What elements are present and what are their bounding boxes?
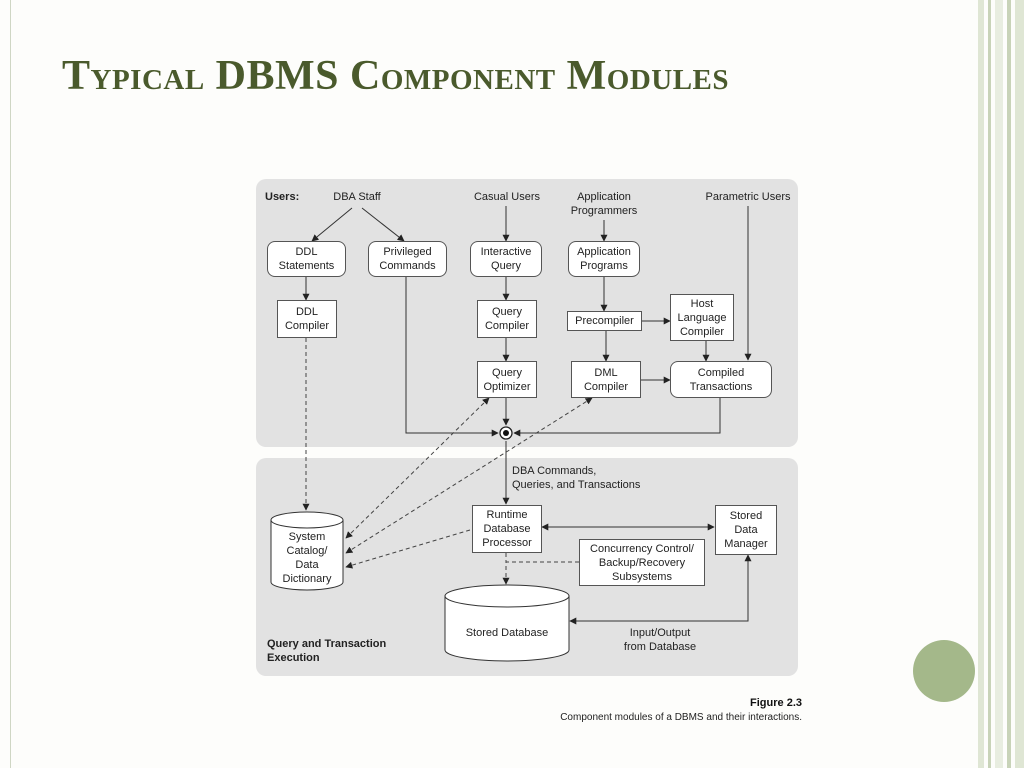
query-transaction-execution-label: Query and Transaction Execution <box>267 638 387 664</box>
left-border-rule <box>10 0 11 768</box>
stored-data-manager-box: Stored Data Manager <box>715 505 777 555</box>
users-label: Users: <box>265 191 300 203</box>
compiled-transactions-box: Compiled Transactions <box>670 361 772 398</box>
application-programs-box: Application Programs <box>568 241 640 277</box>
right-decorative-stripes <box>978 0 1024 768</box>
figure-number: Figure 2.3 <box>750 697 802 709</box>
decorative-circle <box>913 640 975 702</box>
user-application-programmers: Application Programmers <box>570 191 638 217</box>
user-casual-users: Casual Users <box>473 191 541 203</box>
interactive-query-box: Interactive Query <box>470 241 542 277</box>
stored-database-label: Stored Database <box>465 627 549 639</box>
input-output-label: Input/Output from Database <box>623 627 697 653</box>
concurrency-control-box: Concurrency Control/ Backup/Recovery Sub… <box>579 539 705 586</box>
precompiler-box: Precompiler <box>567 311 642 331</box>
user-parametric-users: Parametric Users <box>705 191 791 203</box>
dml-compiler-box: DML Compiler <box>571 361 641 398</box>
stored-database-cylinder <box>444 584 570 662</box>
system-catalog-cylinder <box>270 511 344 591</box>
query-compiler-box: Query Compiler <box>477 300 537 338</box>
host-language-compiler-box: Host Language Compiler <box>670 294 734 341</box>
privileged-commands-box: Privileged Commands <box>368 241 447 277</box>
query-optimizer-box: Query Optimizer <box>477 361 537 398</box>
slide-title: Typical DBMS Component Modules <box>62 53 730 99</box>
dba-commands-label: DBA Commands, Queries, and Transactions <box>512 465 641 491</box>
figure-caption: Component modules of a DBMS and their in… <box>560 712 802 723</box>
ddl-compiler-box: DDL Compiler <box>277 300 337 338</box>
runtime-database-processor-box: Runtime Database Processor <box>472 505 542 553</box>
user-dba-staff: DBA Staff <box>333 191 381 203</box>
ddl-statements-box: DDL Statements <box>267 241 346 277</box>
system-catalog-label: System Catalog/ Data Dictionary <box>282 531 332 585</box>
